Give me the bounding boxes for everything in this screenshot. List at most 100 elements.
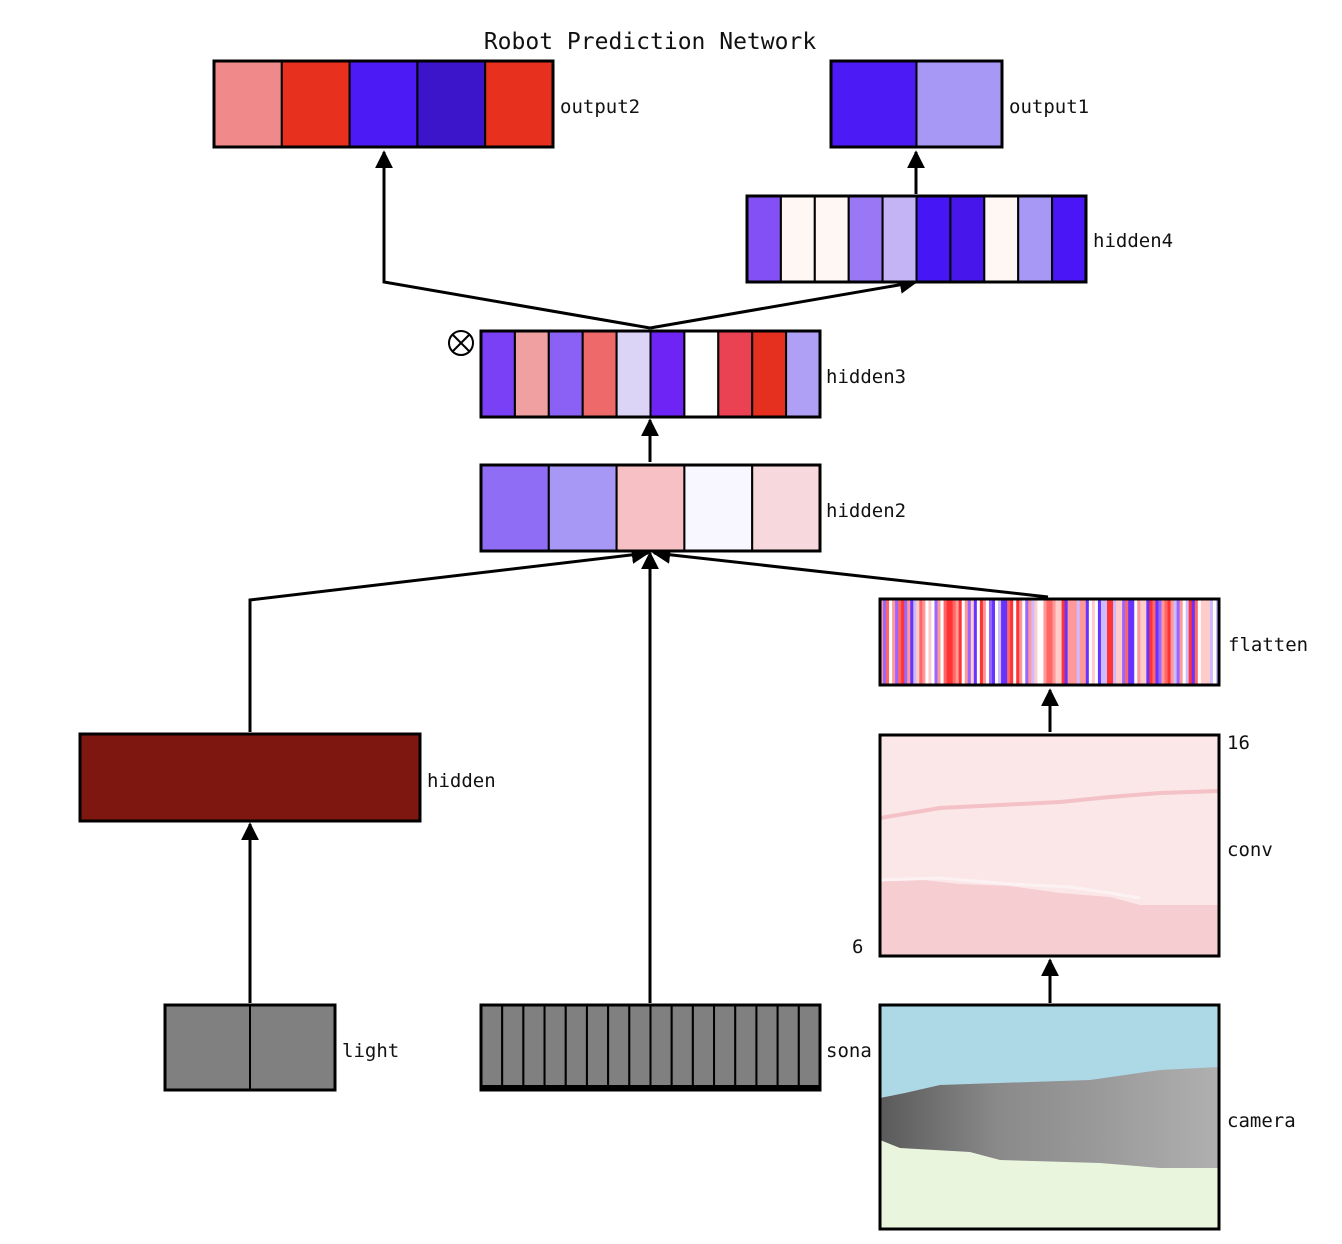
edge-hidden-hidden2 — [248, 545, 650, 732]
layer-output2[interactable] — [212, 59, 555, 149]
sona-unit[interactable] — [543, 1004, 567, 1091]
hidden-unit[interactable] — [79, 733, 421, 822]
sona-unit[interactable] — [585, 1004, 610, 1091]
flatten-unit — [1088, 599, 1093, 685]
hidden3-unit[interactable] — [751, 330, 788, 418]
output1-unit[interactable] — [915, 60, 1003, 148]
sona-unit[interactable] — [628, 1004, 652, 1091]
flatten-unit — [1158, 599, 1162, 685]
flatten-unit — [1200, 599, 1205, 685]
layer-camera[interactable] — [878, 1003, 1221, 1231]
hidden2-unit[interactable] — [751, 464, 822, 552]
conv-frame — [878, 733, 1221, 958]
flatten-unit — [952, 599, 957, 685]
layer-sona[interactable] — [479, 1003, 822, 1092]
flatten-unit — [979, 599, 984, 685]
hidden3-unit[interactable] — [513, 330, 550, 418]
output2-unit[interactable] — [484, 60, 555, 148]
flatten-unit — [1007, 599, 1011, 685]
output2-unit[interactable] — [348, 60, 419, 148]
flatten-unit — [1013, 599, 1017, 685]
hidden3-unit[interactable] — [615, 330, 652, 418]
flatten-unit — [1070, 599, 1075, 685]
layer-light[interactable] — [163, 1003, 337, 1092]
hidden3-unit[interactable] — [683, 330, 720, 418]
layer-conv[interactable] — [878, 733, 1221, 958]
layer-hidden4[interactable] — [745, 194, 1088, 284]
hidden4-unit[interactable] — [881, 195, 918, 283]
hidden3-unit[interactable] — [480, 330, 516, 418]
flatten-unit — [958, 599, 963, 685]
flatten-unit — [1085, 599, 1090, 685]
sona-unit[interactable] — [649, 1004, 673, 1091]
sona-unit[interactable] — [501, 1004, 525, 1091]
output2-frame — [212, 59, 555, 149]
hidden4-unit[interactable] — [915, 195, 952, 283]
hidden4-unit[interactable] — [1017, 195, 1054, 283]
flatten-unit — [1067, 599, 1072, 685]
flatten-unit — [1167, 599, 1171, 685]
sona-unit[interactable] — [713, 1004, 737, 1091]
flatten-unit — [1040, 599, 1044, 685]
flatten-unit — [982, 599, 987, 685]
sona-unit[interactable] — [734, 1004, 758, 1091]
flatten-unit — [1037, 599, 1041, 685]
flatten-unit — [1031, 599, 1035, 685]
hidden4-unit[interactable] — [779, 195, 816, 283]
hidden3-unit[interactable] — [581, 330, 618, 418]
hidden4-unit[interactable] — [746, 195, 782, 283]
flatten-unit — [1149, 599, 1153, 685]
flatten-frame — [878, 597, 1221, 687]
connections — [241, 150, 1059, 1003]
label-camera: camera — [1227, 1110, 1296, 1132]
sona-unit[interactable] — [776, 1004, 800, 1091]
sona-unit[interactable] — [480, 1004, 504, 1091]
layer-flatten[interactable] — [878, 597, 1221, 687]
sona-unit[interactable] — [522, 1004, 546, 1091]
light-unit[interactable] — [249, 1004, 336, 1091]
sona-unit[interactable] — [797, 1004, 821, 1091]
hidden3-unit[interactable] — [717, 330, 754, 418]
sona-unit[interactable] — [607, 1004, 631, 1091]
sona-unit[interactable] — [755, 1004, 779, 1091]
diagram-title: Robot Prediction Network — [484, 29, 816, 55]
sona-unit[interactable] — [564, 1004, 588, 1091]
hidden4-unit[interactable] — [813, 195, 850, 283]
flatten-unit — [1140, 599, 1144, 685]
layer-hidden3[interactable] — [479, 329, 822, 419]
label-output1: output1 — [1009, 96, 1089, 118]
flatten-unit — [1143, 599, 1147, 685]
hidden2-unit[interactable] — [480, 464, 550, 552]
hidden4-unit[interactable] — [949, 195, 986, 283]
flatten-unit — [928, 599, 932, 685]
hidden3-unit[interactable] — [649, 330, 686, 418]
output2-unit[interactable] — [213, 60, 283, 148]
sona-unit[interactable] — [670, 1004, 694, 1091]
layer-hidden2[interactable] — [479, 463, 822, 553]
light-unit[interactable] — [164, 1004, 251, 1091]
hidden2-unit[interactable] — [547, 464, 618, 552]
layer-hidden[interactable] — [78, 732, 422, 823]
hidden4-unit[interactable] — [983, 195, 1020, 283]
flatten-unit — [1179, 599, 1184, 685]
flatten-unit — [1182, 599, 1187, 685]
flatten-unit — [1073, 599, 1078, 685]
output2-unit[interactable] — [280, 60, 351, 148]
output1-unit[interactable] — [830, 60, 918, 148]
hidden2-unit[interactable] — [615, 464, 686, 552]
hidden4-unit[interactable] — [1051, 195, 1087, 283]
circled-x-icon[interactable] — [448, 330, 474, 356]
hidden2-unit[interactable] — [683, 464, 754, 552]
hidden2-frame — [479, 463, 822, 553]
flatten-unit — [1001, 599, 1005, 685]
hidden3-unit[interactable] — [785, 330, 821, 418]
flatten-unit — [1097, 599, 1102, 685]
layer-output1[interactable] — [829, 59, 1004, 149]
flatten-unit — [943, 599, 947, 685]
flatten-unit — [1043, 599, 1047, 685]
flatten-unit — [1022, 599, 1026, 685]
output2-unit[interactable] — [416, 60, 487, 148]
hidden4-unit[interactable] — [847, 195, 884, 283]
hidden3-unit[interactable] — [547, 330, 584, 418]
sona-unit[interactable] — [691, 1004, 716, 1091]
